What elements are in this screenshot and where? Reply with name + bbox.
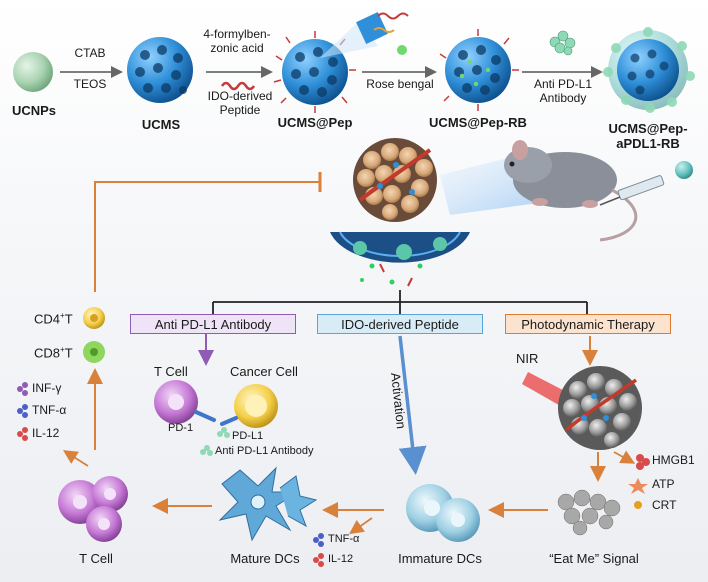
ucms-pep-label: UCMS@Pep [277, 115, 353, 130]
rose-bengal-dot [397, 45, 407, 55]
ucnps-label: UCNPs [11, 103, 57, 118]
cytokine-il12: IL-12 [32, 426, 60, 440]
pdl1-label: PD-L1 [232, 430, 264, 442]
branch-tree [212, 290, 588, 314]
ucms-pep-particle [273, 31, 356, 113]
zoomed-tumor-region [330, 231, 470, 287]
final-label-2: aPDL1-RB [616, 136, 680, 151]
antibody-cluster [549, 30, 576, 56]
debris-cluster [557, 489, 621, 536]
final-nanoparticle [603, 27, 695, 113]
cd8-label: CD8+T [34, 345, 73, 361]
damp-crt: CRT [652, 498, 677, 512]
eat-me-label: “Eat Me” Signal [549, 551, 639, 566]
mature-dcs-label: Mature DCs [230, 551, 300, 566]
atp-icon [628, 478, 648, 494]
pore-zoom-inset [320, 12, 409, 58]
ucms-pep-rb-label: UCMS@Pep-RB [429, 115, 527, 130]
ucms-particle [127, 37, 193, 103]
anti-pdl1-label-1: Anti PD-L1 [533, 77, 593, 91]
mouse [504, 140, 638, 242]
ctab-label: CTAB [74, 46, 106, 60]
cytokine-infg: INF-γ [32, 381, 62, 395]
nir-label: NIR [516, 351, 539, 366]
peptide-squiggle [220, 81, 256, 91]
hmgb1-icon [636, 454, 650, 470]
cytokine-dots-left [17, 382, 28, 441]
activation-arrow [398, 335, 427, 475]
mature-dcs-graphic [218, 466, 318, 542]
damp-hmgb1: HMGB1 [652, 453, 695, 467]
bottom-cytokine-il12: IL-12 [328, 553, 354, 565]
ucnp-particle [13, 52, 53, 92]
pdt-tumor [558, 366, 642, 450]
arrow-to-damps [613, 450, 636, 464]
antibody-legend-icon [200, 445, 213, 456]
t-cell-graphic [154, 380, 198, 424]
immature-dcs-label: Immature DCs [398, 551, 482, 566]
rose-bengal-label: Rose bengal [366, 77, 434, 91]
tumor-cluster [353, 138, 437, 222]
antibody-icon [217, 427, 230, 438]
cd4-cell-graphic [83, 307, 105, 329]
branch-pdt: Photodynamic Therapy [505, 314, 671, 334]
bottom-tcell-label: T Cell [79, 551, 113, 566]
teos-label: TEOS [73, 77, 107, 91]
syringe [599, 161, 693, 206]
cancer-cell-label: Cancer Cell [230, 364, 298, 379]
branch-anti-pdl1: Anti PD-L1 Antibody [130, 314, 296, 334]
formyl-label-1: 4-formylben- [203, 27, 271, 41]
inhibition-line [94, 181, 320, 292]
ucms-pep-rb-particle [439, 29, 519, 111]
cd4-label: CD4+T [34, 311, 73, 327]
ido-label-1: IDO-derived [207, 89, 273, 103]
cancer-cell-graphic [234, 384, 278, 428]
pd1-pdl1-binding [194, 410, 238, 426]
formyl-label-2: zonic acid [210, 41, 264, 55]
crt-icon [634, 501, 642, 509]
immature-dcs-graphic [406, 484, 480, 542]
ido-label-2: Peptide [219, 103, 261, 117]
cytokine-dots-bottom [313, 533, 324, 567]
final-label-1: UCMS@Pep- [608, 121, 688, 136]
arrow-cytokines [62, 450, 89, 467]
t-cell-cluster-graphic [58, 476, 128, 542]
branch-ido-peptide: IDO-derived Peptide [317, 314, 483, 334]
cd8-cell-graphic [83, 341, 105, 363]
arrow-mdc-cytokines [349, 517, 373, 535]
checkpoint-tcell-label: T Cell [154, 364, 188, 379]
pd1-label: PD-1 [168, 422, 194, 434]
cytokine-tnfa: TNF-α [32, 403, 67, 417]
antibody-legend-label: Anti PD-L1 Antibody [215, 445, 314, 457]
anti-pdl1-label-2: Antibody [539, 91, 587, 105]
bottom-cytokine-tnfa: TNF-α [328, 533, 360, 545]
damp-atp: ATP [652, 477, 675, 491]
ucms-label: UCMS [141, 117, 181, 132]
